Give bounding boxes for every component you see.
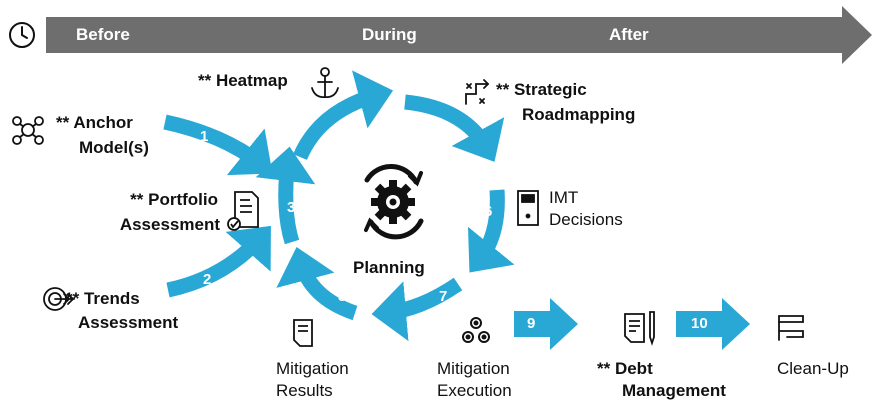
cycle-arrow-8 xyxy=(276,246,358,321)
anchor-models-line1: ** Anchor xyxy=(56,113,133,132)
step-arrow-10 xyxy=(676,298,750,350)
debt-line1: ** Debt xyxy=(597,359,653,378)
step-number-10: 10 xyxy=(691,315,708,332)
roadmapping-line1: ** Strategic xyxy=(496,80,587,99)
cleanup-label: Clean-Up xyxy=(777,359,849,378)
step-number-2: 2 xyxy=(203,271,212,288)
trends-target-icon xyxy=(43,287,75,311)
step-number-5: 5 xyxy=(438,119,447,136)
step-number-1: 1 xyxy=(200,128,209,145)
clock-icon xyxy=(9,22,35,48)
step-number-8: 8 xyxy=(338,288,347,305)
portfolio-line2: Assessment xyxy=(119,215,220,234)
planning-label: Planning xyxy=(353,258,425,277)
cycle-arrow-7 xyxy=(371,277,463,342)
cycle-arrow-5 xyxy=(404,94,505,162)
anchor-models-line2: Model(s) xyxy=(79,138,149,157)
cycle-arrow-6 xyxy=(467,189,515,273)
debt-line2: Management xyxy=(622,381,726,400)
step-number-7: 7 xyxy=(439,288,448,305)
timeline-bar xyxy=(46,6,872,64)
heatmap-label: ** Heatmap xyxy=(198,71,288,90)
timeline-phase-after: After xyxy=(609,25,649,44)
step-number-6: 6 xyxy=(484,203,493,220)
mitigation-results-line1: Mitigation xyxy=(276,359,349,378)
timeline-phase-during: During xyxy=(362,25,417,44)
portfolio-doc-icon xyxy=(227,191,259,231)
input-arrow-1 xyxy=(163,114,273,176)
roadmapping-line2: Roadmapping xyxy=(522,105,636,124)
timeline-phase-before: Before xyxy=(76,25,130,44)
portfolio-line1: ** Portfolio xyxy=(130,190,218,209)
step-arrow-9 xyxy=(514,298,578,350)
mitigation-execution-icon xyxy=(462,317,490,343)
planning-gear-icon xyxy=(364,164,424,240)
debt-management-icon xyxy=(624,311,655,346)
mitigation-results-icon xyxy=(293,319,313,347)
step-number-4: 4 xyxy=(338,119,347,136)
step-number-9: 9 xyxy=(527,315,536,332)
trends-line2: Assessment xyxy=(78,313,179,332)
heatmap-anchor-icon xyxy=(311,67,339,98)
input-arrow-2 xyxy=(166,225,271,298)
cleanup-icon xyxy=(778,315,804,341)
imt-decision-icon xyxy=(517,190,539,226)
roadmap-icon xyxy=(465,79,490,105)
step-number-3: 3 xyxy=(287,199,296,216)
imt-line1: IMT xyxy=(549,188,579,207)
anchor-model-icon xyxy=(12,116,44,145)
mitigation-execution-line1: Mitigation xyxy=(437,359,510,378)
cycle-arrow-3 xyxy=(255,146,316,245)
mitigation-execution-line2: Execution xyxy=(437,381,512,400)
trends-line1: ** Trends xyxy=(66,289,140,308)
mitigation-results-line2: Results xyxy=(276,381,333,400)
imt-line2: Decisions xyxy=(549,210,623,229)
